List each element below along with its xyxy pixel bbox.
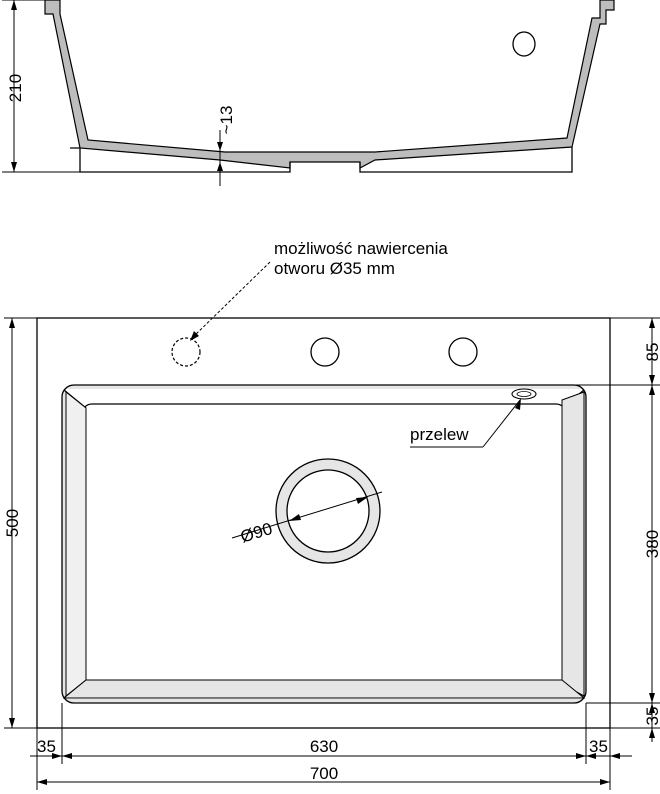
- dim-35-left-arrow: [52, 753, 62, 759]
- dim-500-arrow-top: [9, 318, 15, 328]
- dim-13-arrow-top: [217, 142, 223, 151]
- dim-380-label: 380: [643, 530, 660, 558]
- bowl-bevel-right-strip: [561, 391, 585, 697]
- dim-13-label: ~13: [217, 106, 236, 135]
- dim-90-arrow-left: [289, 514, 301, 521]
- tap-hole-note-arrow: [190, 331, 199, 341]
- dim-700-arrow-left: [37, 779, 47, 785]
- overflow-leader: [482, 399, 521, 448]
- side-tap-hole-icon: [512, 31, 536, 57]
- overflow-leader-arrow: [515, 398, 521, 410]
- sink-outline: [36, 317, 611, 729]
- dim-85-arrow-top: [649, 318, 655, 328]
- tap-hole-3-icon: [448, 337, 478, 367]
- dim-380-arrow-top: [649, 385, 655, 395]
- dim-85-label: 85: [643, 343, 660, 362]
- dim-35-right-arrow-2: [610, 753, 620, 759]
- side-section-view: 210 ~13: [2, 0, 615, 186]
- dim-90-arrow-right: [356, 497, 368, 504]
- dim-35-right-arrow: [586, 753, 596, 759]
- bowl-bevel-left-strip: [65, 390, 87, 698]
- dim-13-arrow-bottom: [217, 162, 223, 171]
- tap-hole-note-leader: [191, 261, 271, 339]
- dim-630-arrow-left: [62, 753, 72, 759]
- dim-700-label: 700: [310, 764, 338, 783]
- dim-35-right-arrow-bottom: [649, 728, 655, 738]
- dim-630-label: 630: [310, 737, 338, 756]
- top-view: Ø90 możliwość nawiercenia otworu Ø35 mm …: [3, 239, 660, 790]
- dim-85-arrow-bottom: [649, 375, 655, 385]
- overflow-label: przelew: [410, 425, 469, 444]
- tap-hole-note-line1: możliwość nawiercenia: [274, 239, 448, 258]
- dim-35-left-label: 35: [37, 737, 56, 756]
- dim-210-arrow-top: [11, 0, 17, 10]
- dim-630-arrow-right: [576, 753, 586, 759]
- dim-210-label: 210: [6, 74, 25, 102]
- bowl-bevel-bottom-strip: [62, 679, 586, 699]
- dim-700-arrow-right: [600, 779, 610, 785]
- sink-section-bottom: [70, 147, 573, 173]
- drain-inner-icon: [286, 469, 370, 553]
- dim-35-right-label: 35: [589, 737, 608, 756]
- sink-section-wall: [44, 0, 615, 169]
- dim-210-arrow-bottom: [11, 162, 17, 172]
- overflow-hole-icon: [511, 388, 537, 400]
- dim-500-label: 500: [3, 509, 22, 537]
- dim-35-right-arrow-top: [649, 703, 655, 713]
- optional-tap-hole-icon: [171, 337, 201, 367]
- dim-35-bottom-label: 35: [643, 707, 660, 726]
- dim-380-arrow-bottom: [649, 693, 655, 703]
- tap-hole-2-icon: [310, 337, 340, 367]
- dim-500-arrow-bottom: [9, 718, 15, 728]
- overflow-hole-inner: [516, 391, 532, 397]
- tap-hole-note-line2: otworu Ø35 mm: [274, 259, 395, 278]
